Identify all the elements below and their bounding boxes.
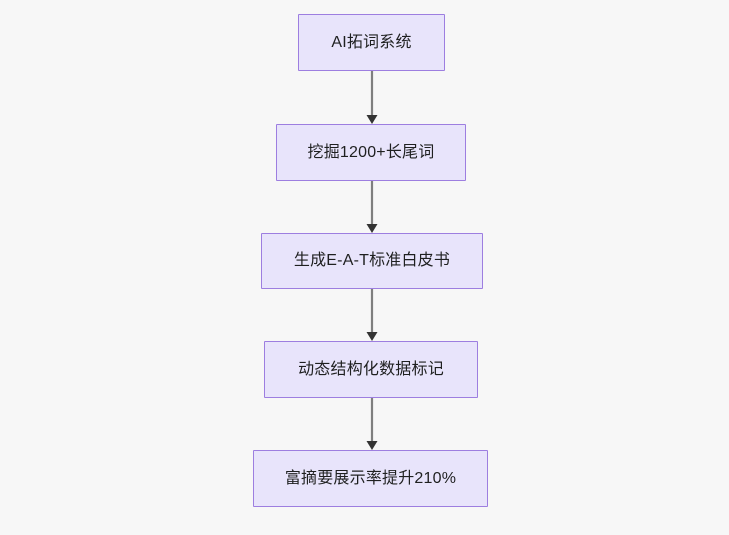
flow-node-rich-snippet-impression-lift[interactable]: 富摘要展示率提升210% (253, 450, 488, 507)
flow-node-dynamic-structured-data-markup[interactable]: 动态结构化数据标记 (264, 341, 478, 398)
flow-node-label: AI拓词系统 (331, 33, 412, 51)
flow-node-label: 生成E-A-T标准白皮书 (293, 252, 451, 269)
flow-edge-3 (366, 289, 385, 341)
flow-edge-4 (366, 398, 385, 450)
flow-node-mine-longtail-keywords[interactable]: 挖掘1200+长尾词 (276, 124, 466, 181)
flow-node-label: 挖掘1200+长尾词 (307, 143, 435, 161)
flow-node-ai-keyword-system[interactable]: AI拓词系统 (298, 14, 445, 71)
flow-edge-1 (366, 71, 385, 124)
flow-node-generate-eat-whitepaper[interactable]: 生成E-A-T标准白皮书 (261, 233, 483, 289)
flow-edge-2 (366, 181, 385, 233)
flow-node-label: 富摘要展示率提升210% (284, 469, 457, 487)
flow-node-label: 动态结构化数据标记 (298, 360, 444, 378)
